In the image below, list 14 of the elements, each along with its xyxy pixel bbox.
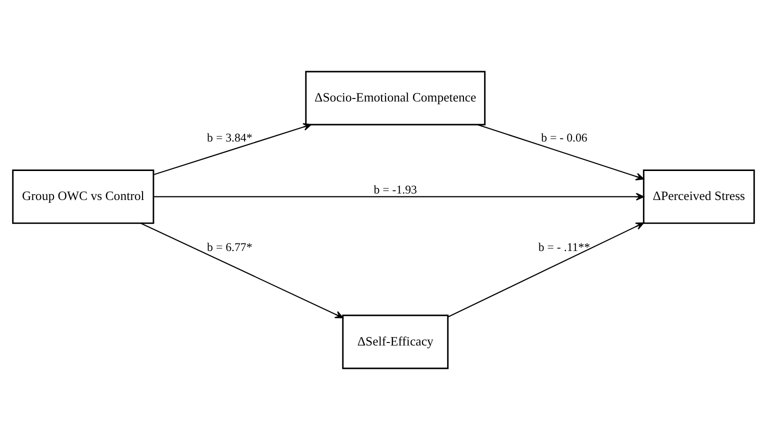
edge-label: b = -1.93 bbox=[374, 182, 417, 196]
arrow bbox=[154, 123, 312, 176]
arrow bbox=[154, 192, 644, 201]
node-box: ΔSocio-Emotional Competence bbox=[305, 70, 486, 126]
edge-label: b = - 0.06 bbox=[541, 130, 588, 144]
node-box: Group OWC vs Control bbox=[12, 170, 154, 224]
edge-label: b = 6.77* bbox=[207, 240, 252, 254]
arrow bbox=[477, 124, 644, 180]
node-box: ΔPerceived Stress bbox=[642, 170, 755, 224]
node-box: ΔSelf-Efficacy bbox=[342, 314, 449, 370]
edge-label: b = 3.84* bbox=[207, 130, 252, 144]
arrow bbox=[140, 222, 344, 318]
arrow bbox=[448, 222, 644, 318]
edge-label: b = - .11** bbox=[538, 240, 590, 254]
